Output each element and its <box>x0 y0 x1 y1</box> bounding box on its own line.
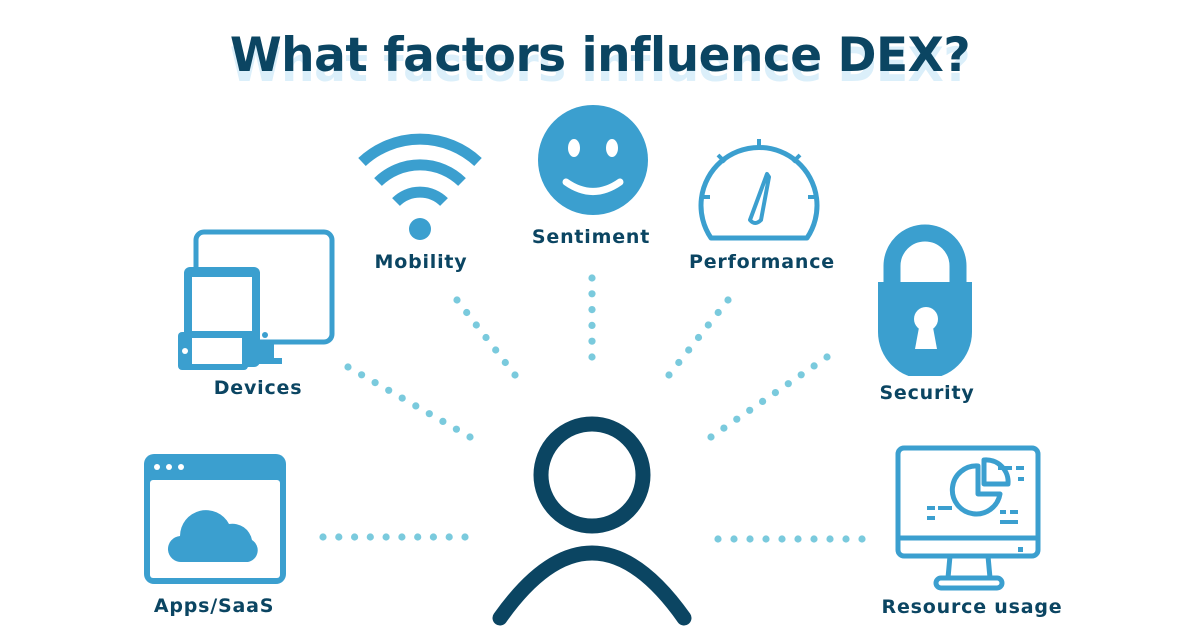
connector-performance <box>665 296 732 379</box>
label-mobility: Mobility <box>374 251 468 273</box>
connector-sentiment <box>588 274 596 361</box>
connector-security <box>707 353 831 441</box>
padlock-icon <box>878 224 972 376</box>
title-block: What factors influence DEX? What factors… <box>0 28 1200 98</box>
person-icon <box>492 416 692 626</box>
speedometer-icon <box>698 139 820 241</box>
label-apps-saas: Apps/SaaS <box>153 595 275 617</box>
connector-apps <box>319 533 469 541</box>
label-performance: Performance <box>689 251 835 273</box>
label-security: Security <box>879 382 975 404</box>
label-devices: Devices <box>213 377 303 399</box>
label-resource-usage: Resource usage <box>881 596 1063 618</box>
cloud-app-icon <box>144 454 286 584</box>
monitor-chart-icon <box>895 445 1041 591</box>
page-title: What factors influence DEX? <box>229 28 971 83</box>
devices-icon <box>178 229 335 370</box>
wifi-icon <box>358 133 482 240</box>
connector-resource <box>714 535 866 543</box>
connector-devices <box>344 363 474 441</box>
title-shadow: What factors influence DEX? <box>229 38 971 93</box>
label-sentiment: Sentiment <box>531 226 651 248</box>
connector-mobility <box>453 296 519 379</box>
smiley-icon <box>538 105 648 215</box>
